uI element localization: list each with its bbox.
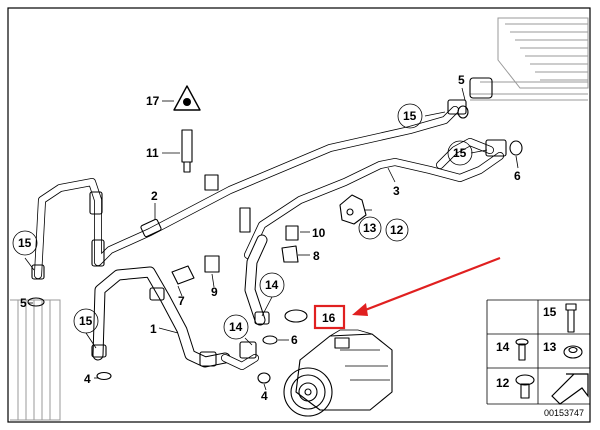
callout-8: 8 bbox=[313, 249, 320, 263]
screw-icon bbox=[565, 303, 577, 333]
diagram-frame bbox=[7, 7, 591, 423]
callout-14-upper: 14 bbox=[265, 278, 279, 292]
callout-14-lower: 14 bbox=[229, 320, 243, 334]
callout-4-lower: 4 bbox=[261, 389, 268, 403]
callout-4-left: 4 bbox=[84, 372, 91, 386]
callout-1: 1 bbox=[150, 322, 157, 336]
callout-13: 13 bbox=[363, 221, 377, 235]
condenser-outline bbox=[470, 17, 589, 101]
legend-label-13: 13 bbox=[543, 340, 557, 354]
callout-3: 3 bbox=[393, 184, 400, 198]
legend-label-14: 14 bbox=[496, 340, 510, 354]
bolt-icon bbox=[515, 338, 529, 361]
pipe-3 bbox=[244, 152, 504, 259]
radiator-outline bbox=[10, 299, 61, 421]
fitting-parts bbox=[27, 77, 523, 384]
red-pointer-arrow bbox=[352, 256, 501, 316]
callout-2: 2 bbox=[151, 189, 158, 203]
pipe-3-end bbox=[436, 138, 494, 169]
legend-label-12: 12 bbox=[496, 376, 510, 390]
hose-14 bbox=[244, 234, 268, 326]
hose-1 bbox=[92, 266, 259, 370]
callout-15-right: 15 bbox=[453, 146, 467, 160]
diagram-id: 00153747 bbox=[544, 408, 584, 418]
callout-7: 7 bbox=[178, 294, 185, 308]
callout-15-upper-right: 15 bbox=[403, 109, 417, 123]
callout-15-bottom-left: 15 bbox=[79, 314, 93, 328]
pipe-2 bbox=[34, 106, 459, 279]
bracket-13 bbox=[339, 194, 367, 225]
part-type-arrow-icon bbox=[551, 373, 589, 405]
ac-compressor bbox=[283, 329, 393, 417]
callout-15-left: 15 bbox=[18, 236, 32, 250]
warning-triangle-icon bbox=[173, 85, 201, 111]
nut-icon bbox=[563, 345, 583, 359]
callout-circles bbox=[12, 103, 473, 340]
callout-12: 12 bbox=[390, 223, 404, 237]
callout-11: 11 bbox=[146, 146, 159, 160]
callout-labels: 17 11 2 15 5 15 4 1 7 9 10 8 14 14 6 4 1… bbox=[18, 73, 521, 403]
callout-9: 9 bbox=[211, 285, 218, 299]
callout-16: 16 bbox=[322, 311, 336, 325]
callout-5-left: 5 bbox=[20, 296, 27, 310]
callout-6-right: 6 bbox=[514, 169, 521, 183]
legend-label-15: 15 bbox=[543, 305, 557, 319]
parts-legend: 15 14 13 12 00153747 bbox=[486, 299, 590, 418]
flange-bolt-icon bbox=[515, 374, 535, 399]
callout-10: 10 bbox=[312, 226, 326, 240]
highlight-box bbox=[313, 304, 346, 330]
callout-5-right: 5 bbox=[458, 73, 465, 87]
callout-6-lower: 6 bbox=[291, 333, 298, 347]
callout-17: 17 bbox=[146, 94, 160, 108]
leader-lines bbox=[24, 87, 519, 391]
